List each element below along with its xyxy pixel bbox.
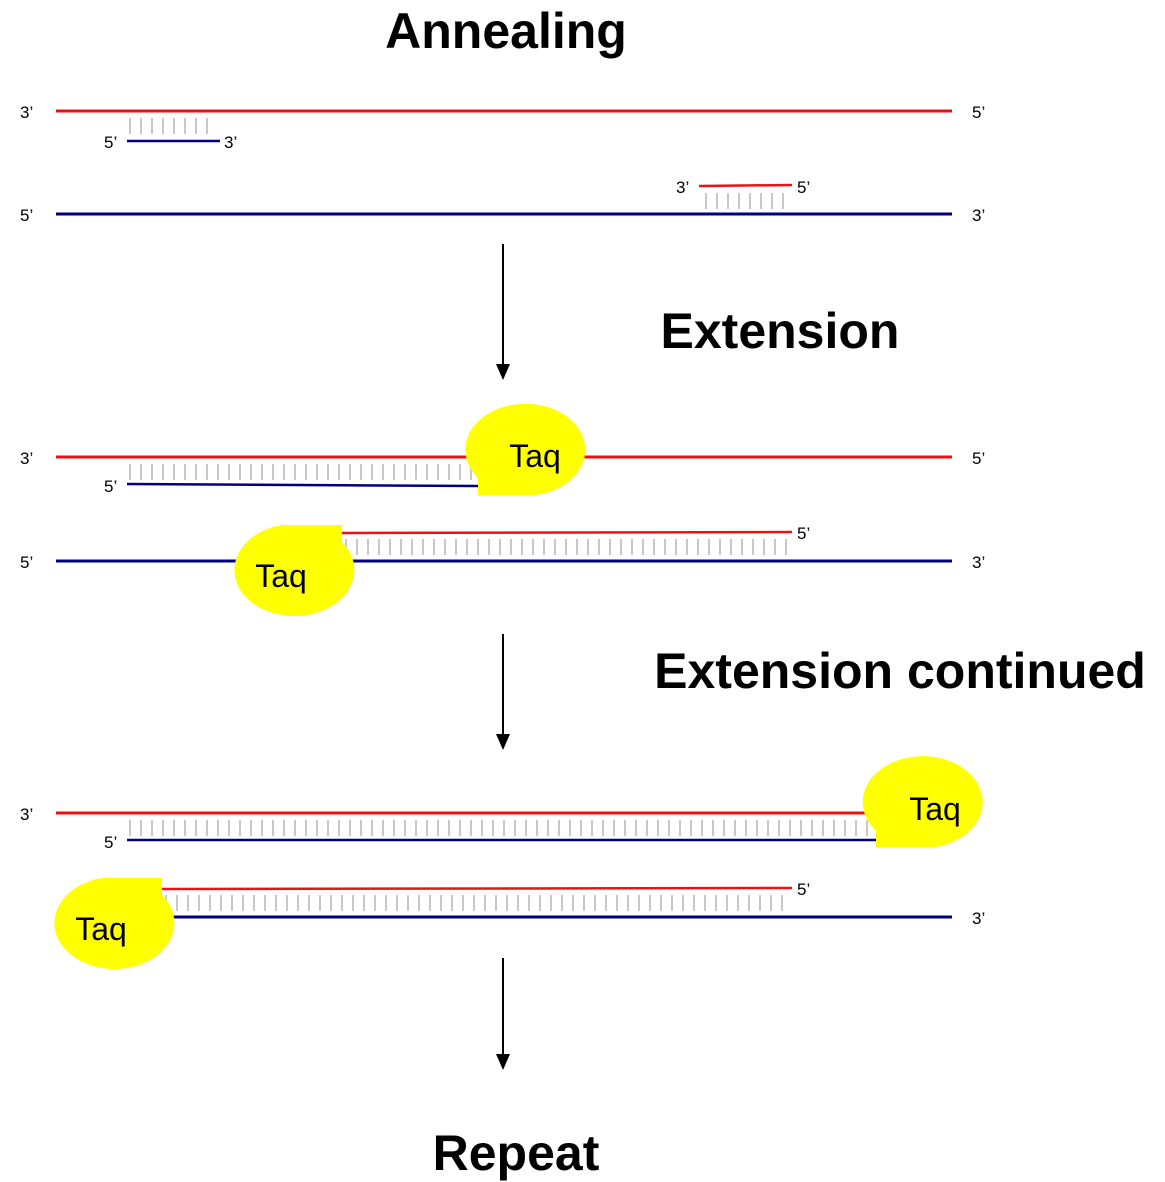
stage-extension-continued: Taq Taq 3’ 3’ 5’ 5’ bbox=[20, 756, 985, 970]
heading-extension-continued: Extension continued bbox=[654, 643, 1146, 699]
heading-extension: Extension bbox=[661, 303, 900, 359]
end-label-3prime: 3’ bbox=[972, 553, 985, 572]
end-label-5prime: 5’ bbox=[797, 880, 810, 899]
new-strand-reverse bbox=[339, 530, 793, 535]
taq-label: Taq bbox=[255, 558, 307, 594]
end-label-3prime: 3’ bbox=[20, 103, 33, 122]
down-arrow-icon bbox=[496, 244, 510, 380]
new-strand-forward bbox=[126, 482, 479, 488]
stage-extension: Taq Taq 3’ 5’ 5’ 3’ 5’ 5’ bbox=[20, 403, 985, 617]
base-pair-ticks bbox=[129, 820, 868, 836]
down-arrow-icon bbox=[496, 958, 510, 1070]
heading-repeat: Repeat bbox=[433, 1125, 600, 1181]
base-pair-ticks bbox=[165, 895, 783, 911]
end-label-3prime: 3’ bbox=[20, 805, 33, 824]
base-pair-ticks bbox=[129, 464, 472, 480]
end-label-3prime: 3’ bbox=[676, 178, 689, 197]
taq-label: Taq bbox=[75, 911, 127, 947]
end-label-3prime: 3’ bbox=[972, 909, 985, 928]
end-label-5prime: 5’ bbox=[104, 133, 117, 152]
down-arrow-icon bbox=[496, 634, 510, 750]
stage-annealing: 3’ 5’ 5’ 3’ 5’ 3’ 3’ 5’ bbox=[20, 103, 985, 225]
primer-reverse bbox=[698, 183, 793, 188]
end-label-5prime: 5’ bbox=[972, 103, 985, 122]
new-strand-reverse bbox=[159, 886, 793, 891]
end-label-5prime: 5’ bbox=[104, 477, 117, 496]
end-label-3prime: 3’ bbox=[20, 449, 33, 468]
end-label-5prime: 5’ bbox=[20, 206, 33, 225]
heading-annealing: Annealing bbox=[385, 3, 627, 59]
end-label-5prime: 5’ bbox=[104, 833, 117, 852]
base-pair-ticks bbox=[129, 118, 208, 134]
end-label-5prime: 5’ bbox=[20, 553, 33, 572]
taq-polymerase: Taq bbox=[234, 525, 355, 617]
taq-polymerase: Taq bbox=[862, 756, 983, 847]
end-label-5prime: 5’ bbox=[797, 524, 810, 543]
taq-polymerase: Taq bbox=[465, 403, 586, 495]
end-label-3prime: 3’ bbox=[224, 133, 237, 152]
base-pair-ticks bbox=[705, 193, 784, 209]
end-label-5prime: 5’ bbox=[972, 449, 985, 468]
base-pair-ticks bbox=[345, 539, 787, 555]
end-label-3prime: 3’ bbox=[972, 206, 985, 225]
end-label-5prime: 5’ bbox=[797, 178, 810, 197]
taq-label: Taq bbox=[509, 438, 561, 474]
taq-label: Taq bbox=[909, 791, 961, 827]
taq-polymerase: Taq bbox=[54, 878, 175, 970]
